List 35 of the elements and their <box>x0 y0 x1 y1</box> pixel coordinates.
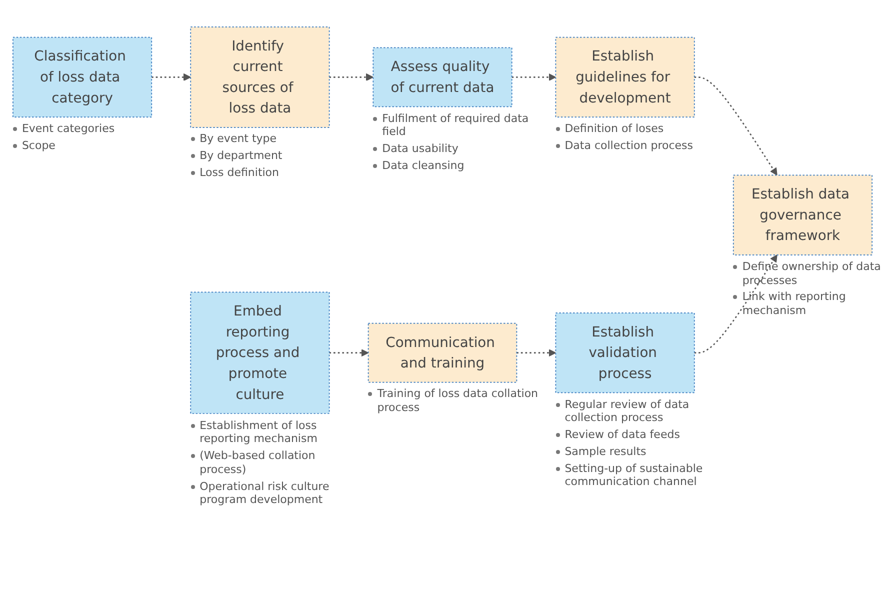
bullet-text: By department <box>200 149 282 163</box>
bullet-text: Training of loss data collation process <box>377 387 540 415</box>
bullet-text: Operational risk culture program development <box>200 480 330 507</box>
process-box: Classification of loss data category <box>12 36 152 118</box>
bullet-text: (Web-based collation process) <box>200 449 316 476</box>
process-box: Communication and training <box>368 322 518 383</box>
bullet-text: Data cleansing <box>382 158 464 173</box>
process-box: Establish data governance framework <box>732 174 872 256</box>
process-box: Establish guidelines for development <box>555 36 695 118</box>
arrow <box>516 349 556 357</box>
arrow <box>694 76 778 176</box>
bullet-text: Regular review of data collection process <box>564 398 690 426</box>
bullet-text: By event type <box>200 132 277 146</box>
bullet-text: Setting-up of sustainable communication channel <box>564 462 704 490</box>
bullet-text: Review of data feeds <box>564 428 680 442</box>
bullet-text: Sample results <box>564 444 646 459</box>
arrow <box>329 349 369 357</box>
process-box: Establish validation process <box>555 312 695 394</box>
process-box: Assess quality of current data <box>372 47 512 108</box>
arrow <box>512 73 556 82</box>
bullet-text: Establishment of loss reporting mechanism <box>200 418 318 446</box>
bullet-text: Define ownership of data processes <box>742 260 882 288</box>
bullet-text: Scope <box>22 138 56 153</box>
bullet-text: Link with reporting mechanism <box>742 290 847 318</box>
arrow <box>152 73 191 82</box>
process-box: Identify current sources of loss data <box>190 26 330 128</box>
bullet-text: Definition of loses <box>564 122 664 136</box>
process-box: Embed reporting process and promote culture <box>190 292 330 414</box>
bullet-text: Data usability <box>382 142 458 156</box>
arrow <box>329 73 374 82</box>
bullet-text: Loss definition <box>200 166 280 180</box>
arrow <box>694 254 778 354</box>
bullet-text: Event categories <box>22 122 115 136</box>
bullet-text: Fulfilment of required data field <box>382 112 530 140</box>
bullet-text: Data collection process <box>564 138 693 153</box>
